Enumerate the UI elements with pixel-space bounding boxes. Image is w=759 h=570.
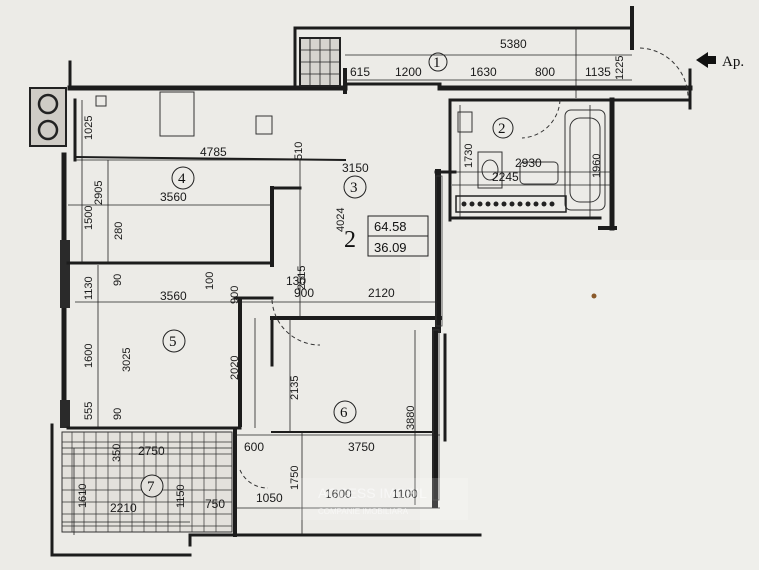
dim-2020: 2020 [229, 356, 241, 380]
dim-350: 350 [111, 444, 123, 462]
dim-3750: 3750 [348, 440, 375, 454]
entrance-marker: Ap. [696, 52, 744, 70]
living-area: 36.09 [374, 240, 407, 255]
room-markers: 1 2 3 4 5 6 7 [140, 52, 514, 498]
dim-1960: 1960 [591, 154, 603, 178]
dim-615: 615 [350, 65, 370, 79]
dim-2210: 2210 [110, 501, 137, 515]
room-6-number: 6 [340, 405, 348, 421]
dim-1500: 1500 [83, 206, 95, 230]
room-1-number: 1 [433, 55, 441, 71]
hatched-walls [432, 175, 443, 501]
dim-130: 130 [286, 274, 306, 288]
bathroom-fixtures [457, 109, 606, 211]
radiator-row [455, 195, 567, 213]
dimension-labels: 5380 615 1200 1630 800 1135 4785 3150 29… [110, 37, 611, 515]
dim-1100: 1100 [392, 487, 418, 501]
entrance-arrow-icon [696, 52, 716, 68]
dim-1150: 1150 [175, 484, 187, 508]
dim-1600-v: 1600 [83, 344, 95, 368]
dimension-lines [62, 28, 632, 535]
dim-3150: 3150 [342, 161, 369, 175]
dim-1200: 1200 [395, 65, 422, 79]
paper-light-area [420, 260, 759, 570]
flue-block [29, 87, 67, 147]
dim-800: 800 [535, 65, 555, 79]
dim-2515: 2515 [296, 266, 308, 290]
room-7-number: 7 [147, 479, 155, 495]
dim-1630: 1630 [470, 65, 497, 79]
room-2-number: 2 [498, 121, 506, 137]
apartment-rooms-count: 2 [344, 227, 356, 253]
dim-3560-mid: 3560 [160, 289, 187, 303]
dim-555: 555 [83, 402, 95, 420]
watermark-subtitle: COMPANIE IMOBILIARA [318, 507, 409, 516]
dim-280: 280 [113, 222, 125, 240]
door-swings [239, 47, 689, 489]
total-area: 64.58 [374, 219, 407, 234]
dim-1610: 1610 [77, 484, 89, 508]
dim-2135: 2135 [289, 376, 301, 400]
ventilation-shaft [299, 37, 341, 87]
walls [50, 6, 693, 557]
vertical-dimension-labels: 1225 1025 510 1730 1960 2905 1500 280 40… [77, 56, 626, 508]
watermark-title: ACCESS IMOBIL [318, 485, 427, 501]
dim-90-b: 90 [112, 408, 124, 420]
dim-4024: 4024 [335, 208, 347, 232]
dim-4785: 4785 [200, 145, 227, 159]
dim-3560-top: 3560 [160, 190, 187, 204]
dim-5380: 5380 [500, 37, 527, 51]
dim-2905: 2905 [93, 181, 105, 205]
entrance-label: Ap. [722, 54, 744, 70]
dim-1730: 1730 [463, 144, 475, 168]
dim-2120: 2120 [368, 286, 395, 300]
dim-1050: 1050 [256, 491, 283, 505]
paper-stain [591, 293, 597, 299]
dim-3880: 3880 [405, 406, 417, 430]
dim-2245: 2245 [492, 170, 519, 184]
dim-600: 600 [244, 440, 264, 454]
dim-1135: 1135 [585, 65, 611, 79]
watermark: ACCESS IMOBIL COMPANIE IMOBILIARA [300, 478, 468, 520]
dim-1225: 1225 [614, 56, 626, 80]
dim-900-v: 900 [229, 286, 241, 304]
room-5-number: 5 [169, 334, 177, 350]
dim-510: 510 [293, 142, 305, 160]
dim-1600-h: 1600 [325, 487, 352, 501]
dim-1130: 1130 [83, 276, 95, 300]
dim-3025: 3025 [121, 348, 133, 372]
dim-1025: 1025 [83, 116, 95, 140]
kitchen-fixtures [95, 91, 273, 137]
dim-1750: 1750 [289, 466, 301, 490]
room-3-number: 3 [350, 180, 358, 196]
dim-2930: 2930 [515, 156, 542, 170]
dim-100: 100 [204, 272, 216, 290]
dim-2750: 2750 [138, 444, 165, 458]
dim-90-a: 90 [112, 274, 124, 286]
apartment-summary: 2 64.58 36.09 [344, 215, 429, 257]
dim-750: 750 [205, 497, 225, 511]
dim-900-h: 900 [294, 286, 314, 300]
room-4-number: 4 [178, 171, 186, 187]
